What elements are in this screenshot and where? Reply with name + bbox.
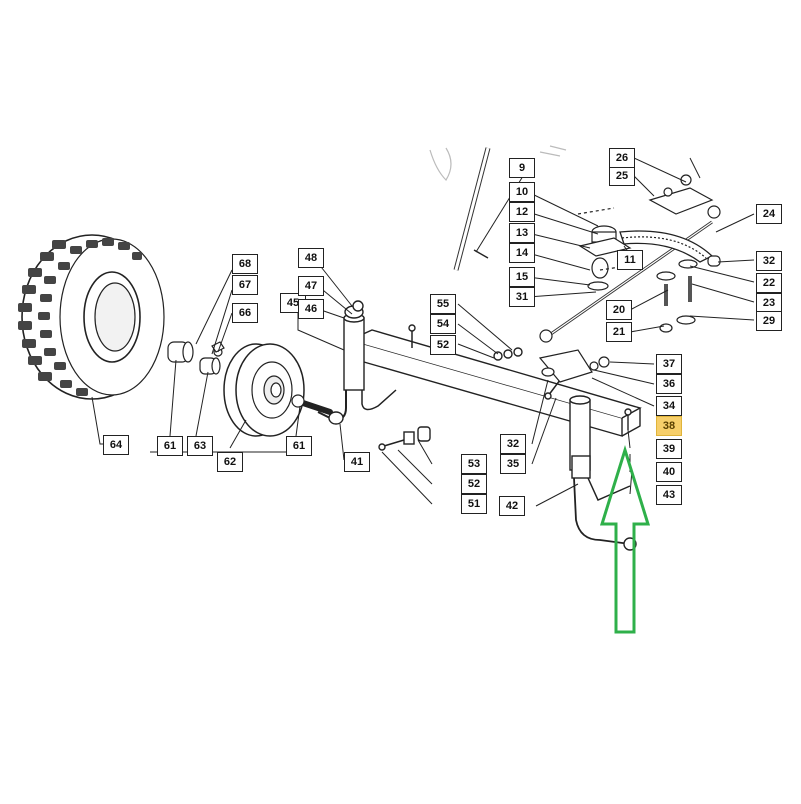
rim-drawing bbox=[223, 343, 333, 437]
part-label[interactable]: 67 bbox=[232, 275, 258, 295]
part-label[interactable]: 48 bbox=[298, 248, 324, 268]
part-label[interactable]: 26 bbox=[609, 148, 635, 168]
bearing-drawing bbox=[167, 341, 225, 375]
part-label[interactable]: 24 bbox=[756, 204, 782, 224]
leader-lines bbox=[91, 157, 755, 507]
part-label[interactable]: 40 bbox=[656, 462, 682, 482]
part-label[interactable]: 35 bbox=[500, 454, 526, 474]
part-label[interactable]: 52 bbox=[461, 474, 487, 494]
part-label[interactable]: 12 bbox=[509, 202, 535, 222]
part-label[interactable]: 64 bbox=[103, 435, 129, 455]
part-label[interactable]: 52 bbox=[430, 335, 456, 355]
part-label[interactable]: 51 bbox=[461, 494, 487, 514]
part-label[interactable]: 31 bbox=[509, 287, 535, 307]
part-label[interactable]: 66 bbox=[232, 303, 258, 323]
part-label[interactable]: 61 bbox=[157, 436, 183, 456]
part-label[interactable]: 21 bbox=[606, 322, 632, 342]
part-label[interactable]: 43 bbox=[656, 485, 682, 505]
arrow-indicator bbox=[599, 444, 651, 634]
tire-drawing bbox=[18, 234, 165, 400]
part-label[interactable]: 20 bbox=[606, 300, 632, 320]
part-label[interactable]: 53 bbox=[461, 454, 487, 474]
part-label-highlighted[interactable]: 38 bbox=[656, 416, 682, 436]
part-label[interactable]: 29 bbox=[756, 311, 782, 331]
part-label[interactable]: 37 bbox=[656, 354, 682, 374]
part-label[interactable]: 15 bbox=[509, 267, 535, 287]
part-label[interactable]: 63 bbox=[187, 436, 213, 456]
part-label[interactable]: 46 bbox=[298, 299, 324, 319]
part-label[interactable]: 13 bbox=[509, 223, 535, 243]
part-label[interactable]: 61 bbox=[286, 436, 312, 456]
part-label[interactable]: 62 bbox=[217, 452, 243, 472]
part-label[interactable]: 47 bbox=[298, 276, 324, 296]
part-label[interactable]: 68 bbox=[232, 254, 258, 274]
part-label[interactable]: 9 bbox=[509, 158, 535, 178]
part-label[interactable]: 54 bbox=[430, 314, 456, 334]
part-label[interactable]: 55 bbox=[430, 294, 456, 314]
part-label[interactable]: 32 bbox=[756, 251, 782, 271]
part-label[interactable]: 11 bbox=[617, 250, 643, 270]
part-label[interactable]: 42 bbox=[499, 496, 525, 516]
part-label[interactable]: 39 bbox=[656, 439, 682, 459]
part-label[interactable]: 22 bbox=[756, 273, 782, 293]
part-label[interactable]: 14 bbox=[509, 243, 535, 263]
steering-drawing bbox=[429, 145, 721, 383]
part-label[interactable]: 25 bbox=[609, 166, 635, 186]
part-label[interactable]: 36 bbox=[656, 374, 682, 394]
part-label[interactable]: 10 bbox=[509, 182, 535, 202]
part-label[interactable]: 32 bbox=[500, 434, 526, 454]
part-label[interactable]: 34 bbox=[656, 396, 682, 416]
part-label[interactable]: 41 bbox=[344, 452, 370, 472]
part-label[interactable]: 23 bbox=[756, 293, 782, 313]
